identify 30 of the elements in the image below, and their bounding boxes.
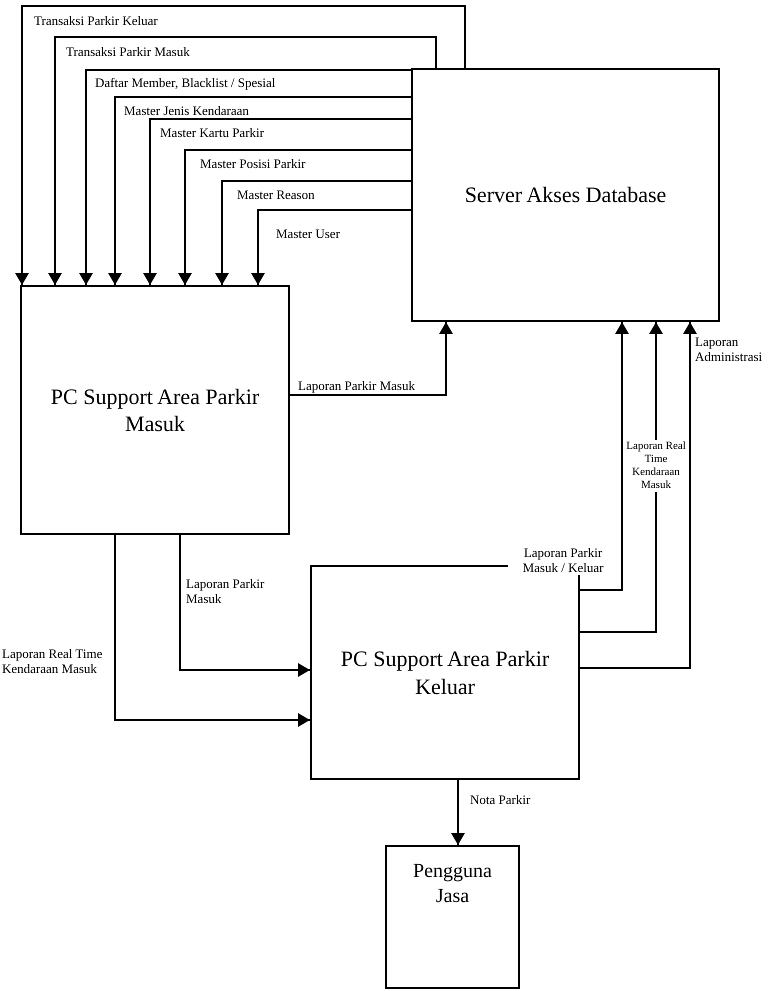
process-box [385,845,520,989]
arrow [108,96,411,285]
edge-label: Laporan Parkir Masuk [298,378,415,393]
node-label: PC Support Area Parkir Keluar [340,645,550,700]
edge-label: Master Jenis Kendaraan [124,103,249,118]
node-label: Server Akses Database [464,181,668,209]
arrow [15,5,466,285]
edge-label: Master Kartu Parkir [160,125,264,140]
node-label: Pengguna Jasa [412,859,493,909]
edge-label: Transaksi Parkir Masuk [66,44,190,59]
arrow [580,322,697,669]
arrow [451,780,465,845]
arrow [251,209,411,285]
edge-label: Laporan Real Time Kendaraan Masuk [625,440,687,492]
arrow [290,322,453,396]
arrow [215,180,411,285]
edge-label: Nota Parkir [470,792,530,807]
arrow [79,69,411,285]
node-label: PC Support Area Parkir Masuk [50,382,260,438]
edge-label: Master Posisi Parkir [200,156,306,171]
arrow [580,322,629,591]
process-box [411,68,720,322]
edge-label: Daftar Member, Blacklist / Spesial [95,75,276,90]
process-box [20,285,290,535]
arrow [143,118,411,285]
arrow [178,149,411,285]
arrow [48,36,437,285]
edge-label: Transaksi Parkir Keluar [34,13,158,28]
arrow [179,535,310,677]
arrow [114,535,310,727]
